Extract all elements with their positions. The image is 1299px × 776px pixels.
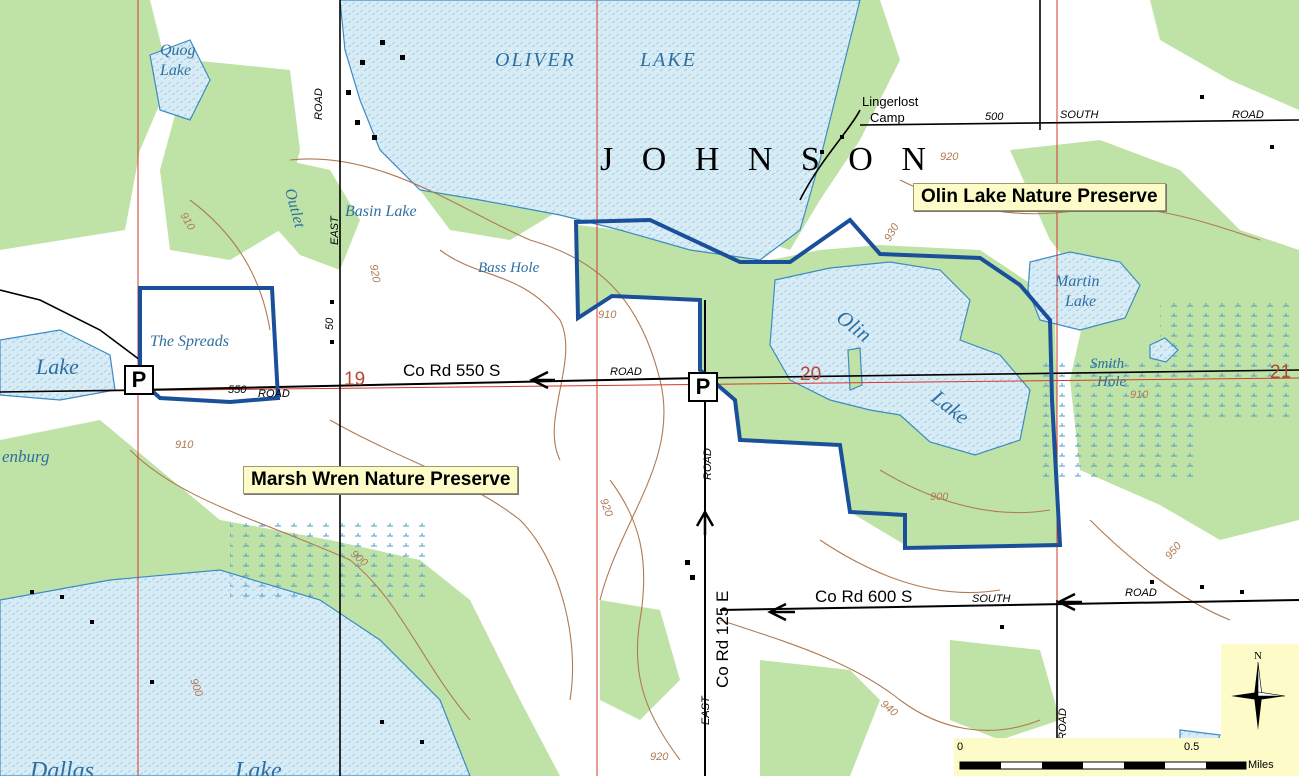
scale-start-label: 0 xyxy=(957,741,964,753)
quog-lake-label-2: Lake xyxy=(159,62,191,79)
road-label-7: ROAD xyxy=(258,388,290,400)
scale-bar-graphic xyxy=(959,761,1247,770)
arrow-600-right xyxy=(1056,592,1082,612)
quog-lake-label: Quog xyxy=(160,42,196,59)
oliver-lake xyxy=(339,0,861,261)
num-550-label: 550 xyxy=(228,384,247,396)
section-19: 19 xyxy=(344,369,365,390)
oliver-lake-label-2: LAKE xyxy=(639,49,697,71)
buildings xyxy=(30,40,1274,744)
basin-lake-label: Basin Lake xyxy=(345,203,417,220)
camp-label: Lingerlost xyxy=(862,94,919,109)
contour-label: 900 xyxy=(930,491,949,503)
smith-hole-label: Smith xyxy=(1090,356,1124,372)
road-label-2: ROAD xyxy=(1232,109,1264,121)
parking-marker-marsh-wren[interactable]: P xyxy=(124,365,154,395)
co-rd-600-label: Co Rd 600 S xyxy=(815,587,912,606)
bass-hole-label: Bass Hole xyxy=(478,260,540,276)
arrow-550 xyxy=(529,370,555,390)
scale-mid-label: 0.5 xyxy=(1184,741,1200,753)
contour-label: 920 xyxy=(367,263,382,284)
road-label-6: ROAD xyxy=(1057,708,1069,740)
section-20: 20 xyxy=(800,364,821,385)
num-500-label: 500 xyxy=(985,111,1004,123)
co-rd-550-label: Co Rd 550 S xyxy=(403,361,500,380)
enburg-label: enburg xyxy=(2,447,50,466)
contour-lines xyxy=(129,158,1261,761)
road-label-1: ROAD xyxy=(610,366,642,378)
east-label-2: EAST xyxy=(700,695,712,725)
num-50-label: 50 xyxy=(324,317,336,330)
left-lake-label: Lake xyxy=(35,354,79,379)
olin-preserve-boundary xyxy=(573,217,1063,551)
north-label: N xyxy=(1254,650,1262,662)
parking-marker-olin-lake[interactable]: P xyxy=(688,372,718,402)
quog-lake xyxy=(149,39,211,121)
martin-lake-label: Martin xyxy=(1054,273,1099,290)
road-label-4: ROAD xyxy=(313,88,325,120)
the-spreads-label: The Spreads xyxy=(150,333,229,350)
island-olin xyxy=(847,347,863,391)
contour-label: 920 xyxy=(650,751,669,763)
martin-lake-label-2: Lake xyxy=(1064,293,1096,310)
olin-lake-preserve-label: Olin Lake Nature Preserve xyxy=(913,183,1166,211)
camp-label-2: Camp xyxy=(870,110,905,125)
section-21: 21 xyxy=(1270,362,1291,383)
contour-label: 910 xyxy=(1130,389,1149,401)
contour-label: 910 xyxy=(598,309,617,321)
north-arrow-box: N xyxy=(1221,644,1299,738)
johnson-township-label: J O H N S O N xyxy=(600,141,936,178)
arrow-125 xyxy=(695,509,715,535)
east-label-1: EAST xyxy=(329,215,341,245)
marsh-wren-preserve-label: Marsh Wren Nature Preserve xyxy=(243,466,519,494)
scale-unit-label: Miles xyxy=(1248,759,1274,771)
contour-label: 920 xyxy=(940,151,959,163)
scale-box: 0 0.5 Miles xyxy=(954,738,1299,776)
co-rd-125-label: Co Rd 125 E xyxy=(713,591,732,688)
contour-label: 910 xyxy=(175,439,194,451)
compass-rose-icon xyxy=(1231,661,1286,730)
road-arrows xyxy=(529,370,1082,622)
smith-hole-label-2: Hole xyxy=(1096,374,1127,390)
lake-bottom-label: Lake xyxy=(234,758,282,776)
road-label-5: ROAD xyxy=(702,448,714,480)
south-label-2: SOUTH xyxy=(972,593,1011,605)
dallas-lake xyxy=(0,569,471,776)
olin-lake xyxy=(769,261,1031,456)
oliver-lake-label: OLIVER xyxy=(495,49,576,71)
arrow-600-left xyxy=(767,602,795,622)
water-bodies xyxy=(0,0,1221,776)
road-label-3: ROAD xyxy=(1125,587,1157,599)
dallas-lake-label: Dallas xyxy=(29,758,94,776)
south-label-1: SOUTH xyxy=(1060,109,1099,121)
